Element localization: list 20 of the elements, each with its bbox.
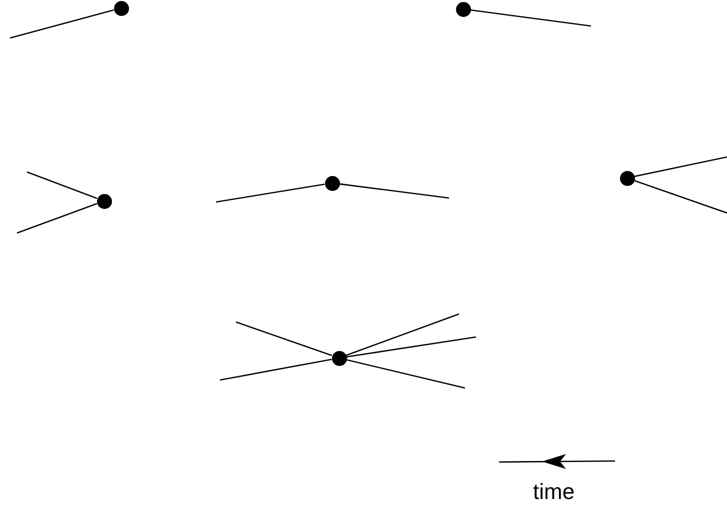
vertex-dot — [332, 350, 346, 366]
line — [236, 321, 332, 356]
line — [470, 9, 592, 27]
line — [216, 184, 325, 203]
line — [339, 183, 450, 199]
vertex-dot — [324, 176, 340, 190]
axis-label: time — [533, 479, 575, 505]
vertex-dot — [96, 194, 112, 208]
line — [26, 171, 98, 199]
line — [634, 156, 727, 178]
vertex-dot — [114, 0, 128, 16]
line — [220, 358, 332, 381]
line — [346, 359, 466, 389]
line — [10, 9, 114, 39]
line — [634, 180, 727, 214]
line — [16, 202, 98, 234]
vertex-dot — [456, 2, 470, 16]
line — [346, 313, 460, 356]
vertex-dot — [620, 170, 634, 186]
line — [346, 336, 476, 358]
